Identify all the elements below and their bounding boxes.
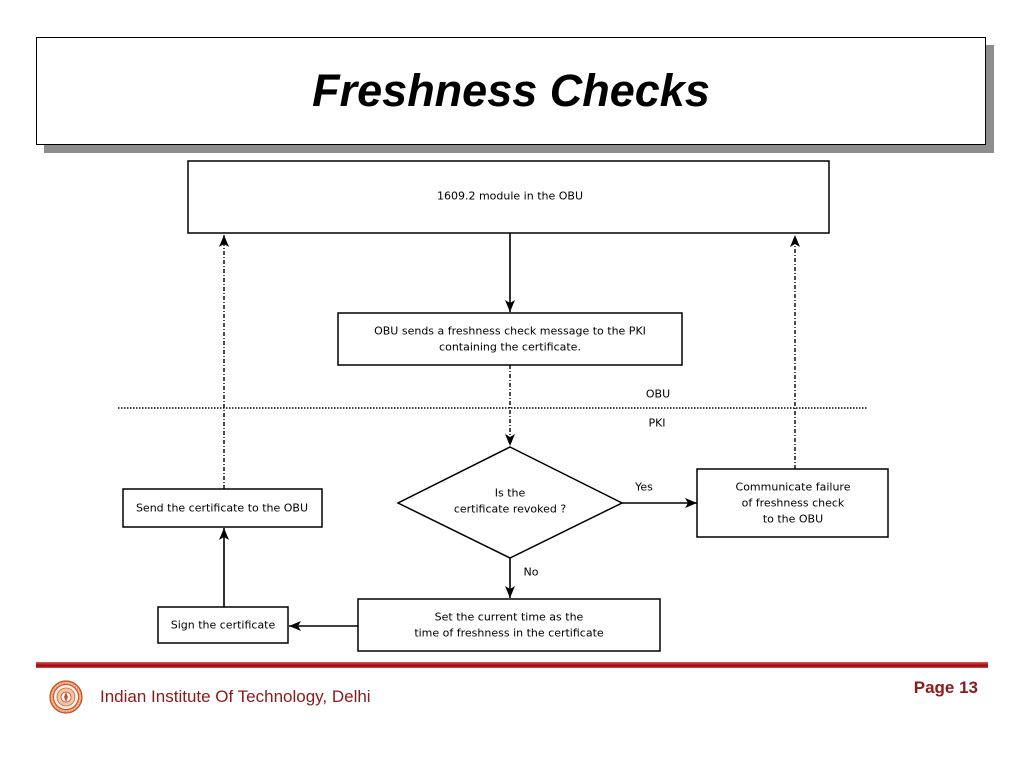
node-send-check-label-line2: containing the certificate. xyxy=(439,341,581,354)
decision-revoked-label-line1: Is the xyxy=(495,487,526,500)
node-send-cert-box xyxy=(122,488,323,528)
page-number: Page 13 xyxy=(913,678,978,697)
node-failure-label-line1: Communicate failure xyxy=(736,481,851,494)
node-set-time-label-line1: Set the current time as the xyxy=(435,611,584,624)
node-module-label: 1609.2 module in the OBU xyxy=(437,190,583,203)
node-module-box xyxy=(187,160,830,234)
node-sign-label: Sign the certificate xyxy=(171,619,276,632)
lane-label-obu: OBU xyxy=(646,388,670,401)
node-send-cert-label: Send the certificate to the OBU xyxy=(136,502,308,515)
edge-label-yes: Yes xyxy=(634,481,653,494)
node-send-check-box xyxy=(337,312,683,366)
node-set-time-box xyxy=(357,598,661,652)
slide-title-box: Freshness Checks xyxy=(36,37,986,145)
decision-revoked-label-line2: certificate revoked ? xyxy=(454,503,567,516)
node-failure-label-line2: of freshness check xyxy=(742,497,845,510)
node-send-check-label-line1: OBU sends a freshness check message to t… xyxy=(374,325,646,338)
lane-label-pki: PKI xyxy=(648,417,665,430)
edge-label-no: No xyxy=(524,566,539,579)
freshness-check-flowchart: OBU PKI 1609.2 module in the OBU OBU sen… xyxy=(118,160,889,652)
footer-rule xyxy=(36,662,988,668)
slide-title: Freshness Checks xyxy=(312,65,710,116)
institute-name: Indian Institute Of Technology, Delhi xyxy=(100,687,371,706)
iit-delhi-emblem-icon xyxy=(49,680,83,714)
node-sign-box xyxy=(157,606,289,644)
node-failure-label-line3: to the OBU xyxy=(763,513,823,526)
node-failure-box xyxy=(696,468,889,538)
node-set-time-label-line2: time of freshness in the certificate xyxy=(414,627,604,640)
